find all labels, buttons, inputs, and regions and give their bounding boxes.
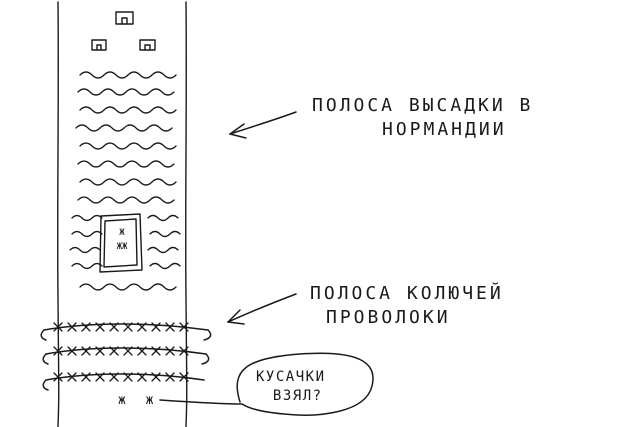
barb-mark <box>165 346 175 356</box>
barb-mark <box>67 322 77 332</box>
barb-mark <box>123 322 133 332</box>
bunker-icon <box>115 11 134 25</box>
barb-mark <box>137 346 147 356</box>
barb-mark <box>179 322 189 332</box>
barbed-wire <box>40 323 212 391</box>
barb-mark <box>123 346 133 356</box>
barb-mark <box>53 346 63 356</box>
barb-mark <box>109 346 119 356</box>
bubble-line-2: ВЗЯЛ? <box>272 388 323 404</box>
barb-mark <box>109 322 119 332</box>
barb-mark <box>165 322 175 332</box>
barbed-wire-barbs <box>53 322 189 382</box>
sea-waves <box>69 71 181 291</box>
barb-mark <box>95 372 105 382</box>
label-barbed-strip: ПОЛОСА КОЛЮЧЕЙ ПРОВОЛОКИ <box>310 282 504 330</box>
barb-mark <box>67 346 77 356</box>
barb-mark <box>137 322 147 332</box>
box-text-line-1: Ж <box>119 228 125 238</box>
bunker-icon <box>91 39 107 51</box>
label-barbed-line-2: ПРОВОЛОКИ <box>326 307 451 328</box>
barb-mark <box>123 372 133 382</box>
box-text-line-2: ЖЖ <box>116 242 128 252</box>
arrow-landing <box>229 111 297 139</box>
barb-mark <box>151 322 161 332</box>
figures-glyph: ж ж <box>118 393 160 408</box>
barb-mark <box>95 322 105 332</box>
landing-box <box>99 213 143 273</box>
bubble-text: КУСАЧКИ ВЗЯЛ? <box>256 368 326 406</box>
speech-bubble <box>159 352 374 416</box>
barb-mark <box>81 372 91 382</box>
strip-right-edge <box>185 1 188 427</box>
label-landing-line-1: ПОЛОСА ВЫСАДКИ В <box>312 95 534 116</box>
barb-mark <box>95 346 105 356</box>
bunker-icon <box>139 39 156 51</box>
label-landing-strip: ПОЛОСА ВЫСАДКИ В НОРМАНДИИ <box>312 94 533 142</box>
strip-left-edge <box>57 1 60 427</box>
barb-mark <box>151 372 161 382</box>
barb-mark <box>151 346 161 356</box>
barb-mark <box>81 322 91 332</box>
label-barbed-line-1: ПОЛОСА КОЛЮЧЕЙ <box>310 283 504 304</box>
bubble-line-1: КУСАЧКИ <box>256 369 326 385</box>
barb-mark <box>179 346 189 356</box>
arrow-barbed <box>227 293 297 325</box>
barb-mark <box>53 372 63 382</box>
barb-mark <box>109 372 119 382</box>
barb-mark <box>179 372 189 382</box>
barb-mark <box>67 372 77 382</box>
barb-mark <box>53 322 63 332</box>
barb-mark <box>137 372 147 382</box>
label-landing-line-2: НОРМАНДИИ <box>382 119 507 140</box>
barb-mark <box>165 372 175 382</box>
box-text: Ж ЖЖ <box>109 228 135 252</box>
barb-mark <box>81 346 91 356</box>
